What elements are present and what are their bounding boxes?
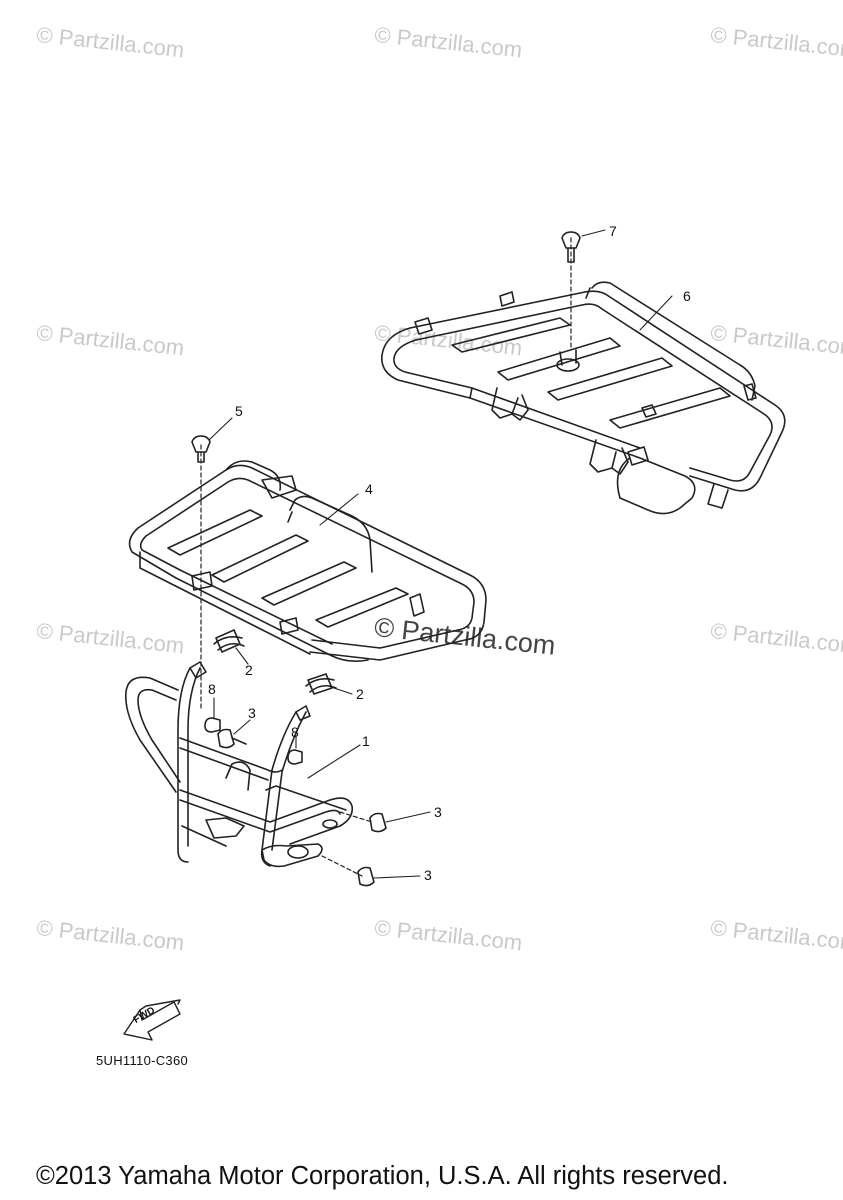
- callout-number: 2: [356, 686, 364, 702]
- leader-lines: [208, 229, 673, 879]
- callout-number: 1: [362, 733, 370, 749]
- callout-number: 4: [365, 481, 373, 497]
- callout-number: 7: [609, 223, 617, 239]
- rear-carrier-drawing: [381, 231, 786, 515]
- callout-number: 8: [208, 681, 216, 697]
- callout-number: 6: [683, 288, 691, 304]
- callout-number: 3: [434, 804, 442, 820]
- forward-arrow-icon: [123, 999, 181, 1041]
- diagram-code: 5UH1110-C360: [96, 1053, 189, 1068]
- callout-number: 3: [248, 705, 256, 721]
- front-guard-drawing: [124, 629, 387, 887]
- callout-number: 5: [235, 403, 243, 419]
- callout-number: 2: [245, 662, 253, 678]
- front-carrier-drawing: [128, 435, 487, 711]
- callout-number: 8: [291, 724, 299, 740]
- callout-number: 3: [424, 867, 432, 883]
- copyright-notice: ©2013 Yamaha Motor Corporation, U.S.A. A…: [36, 1162, 729, 1190]
